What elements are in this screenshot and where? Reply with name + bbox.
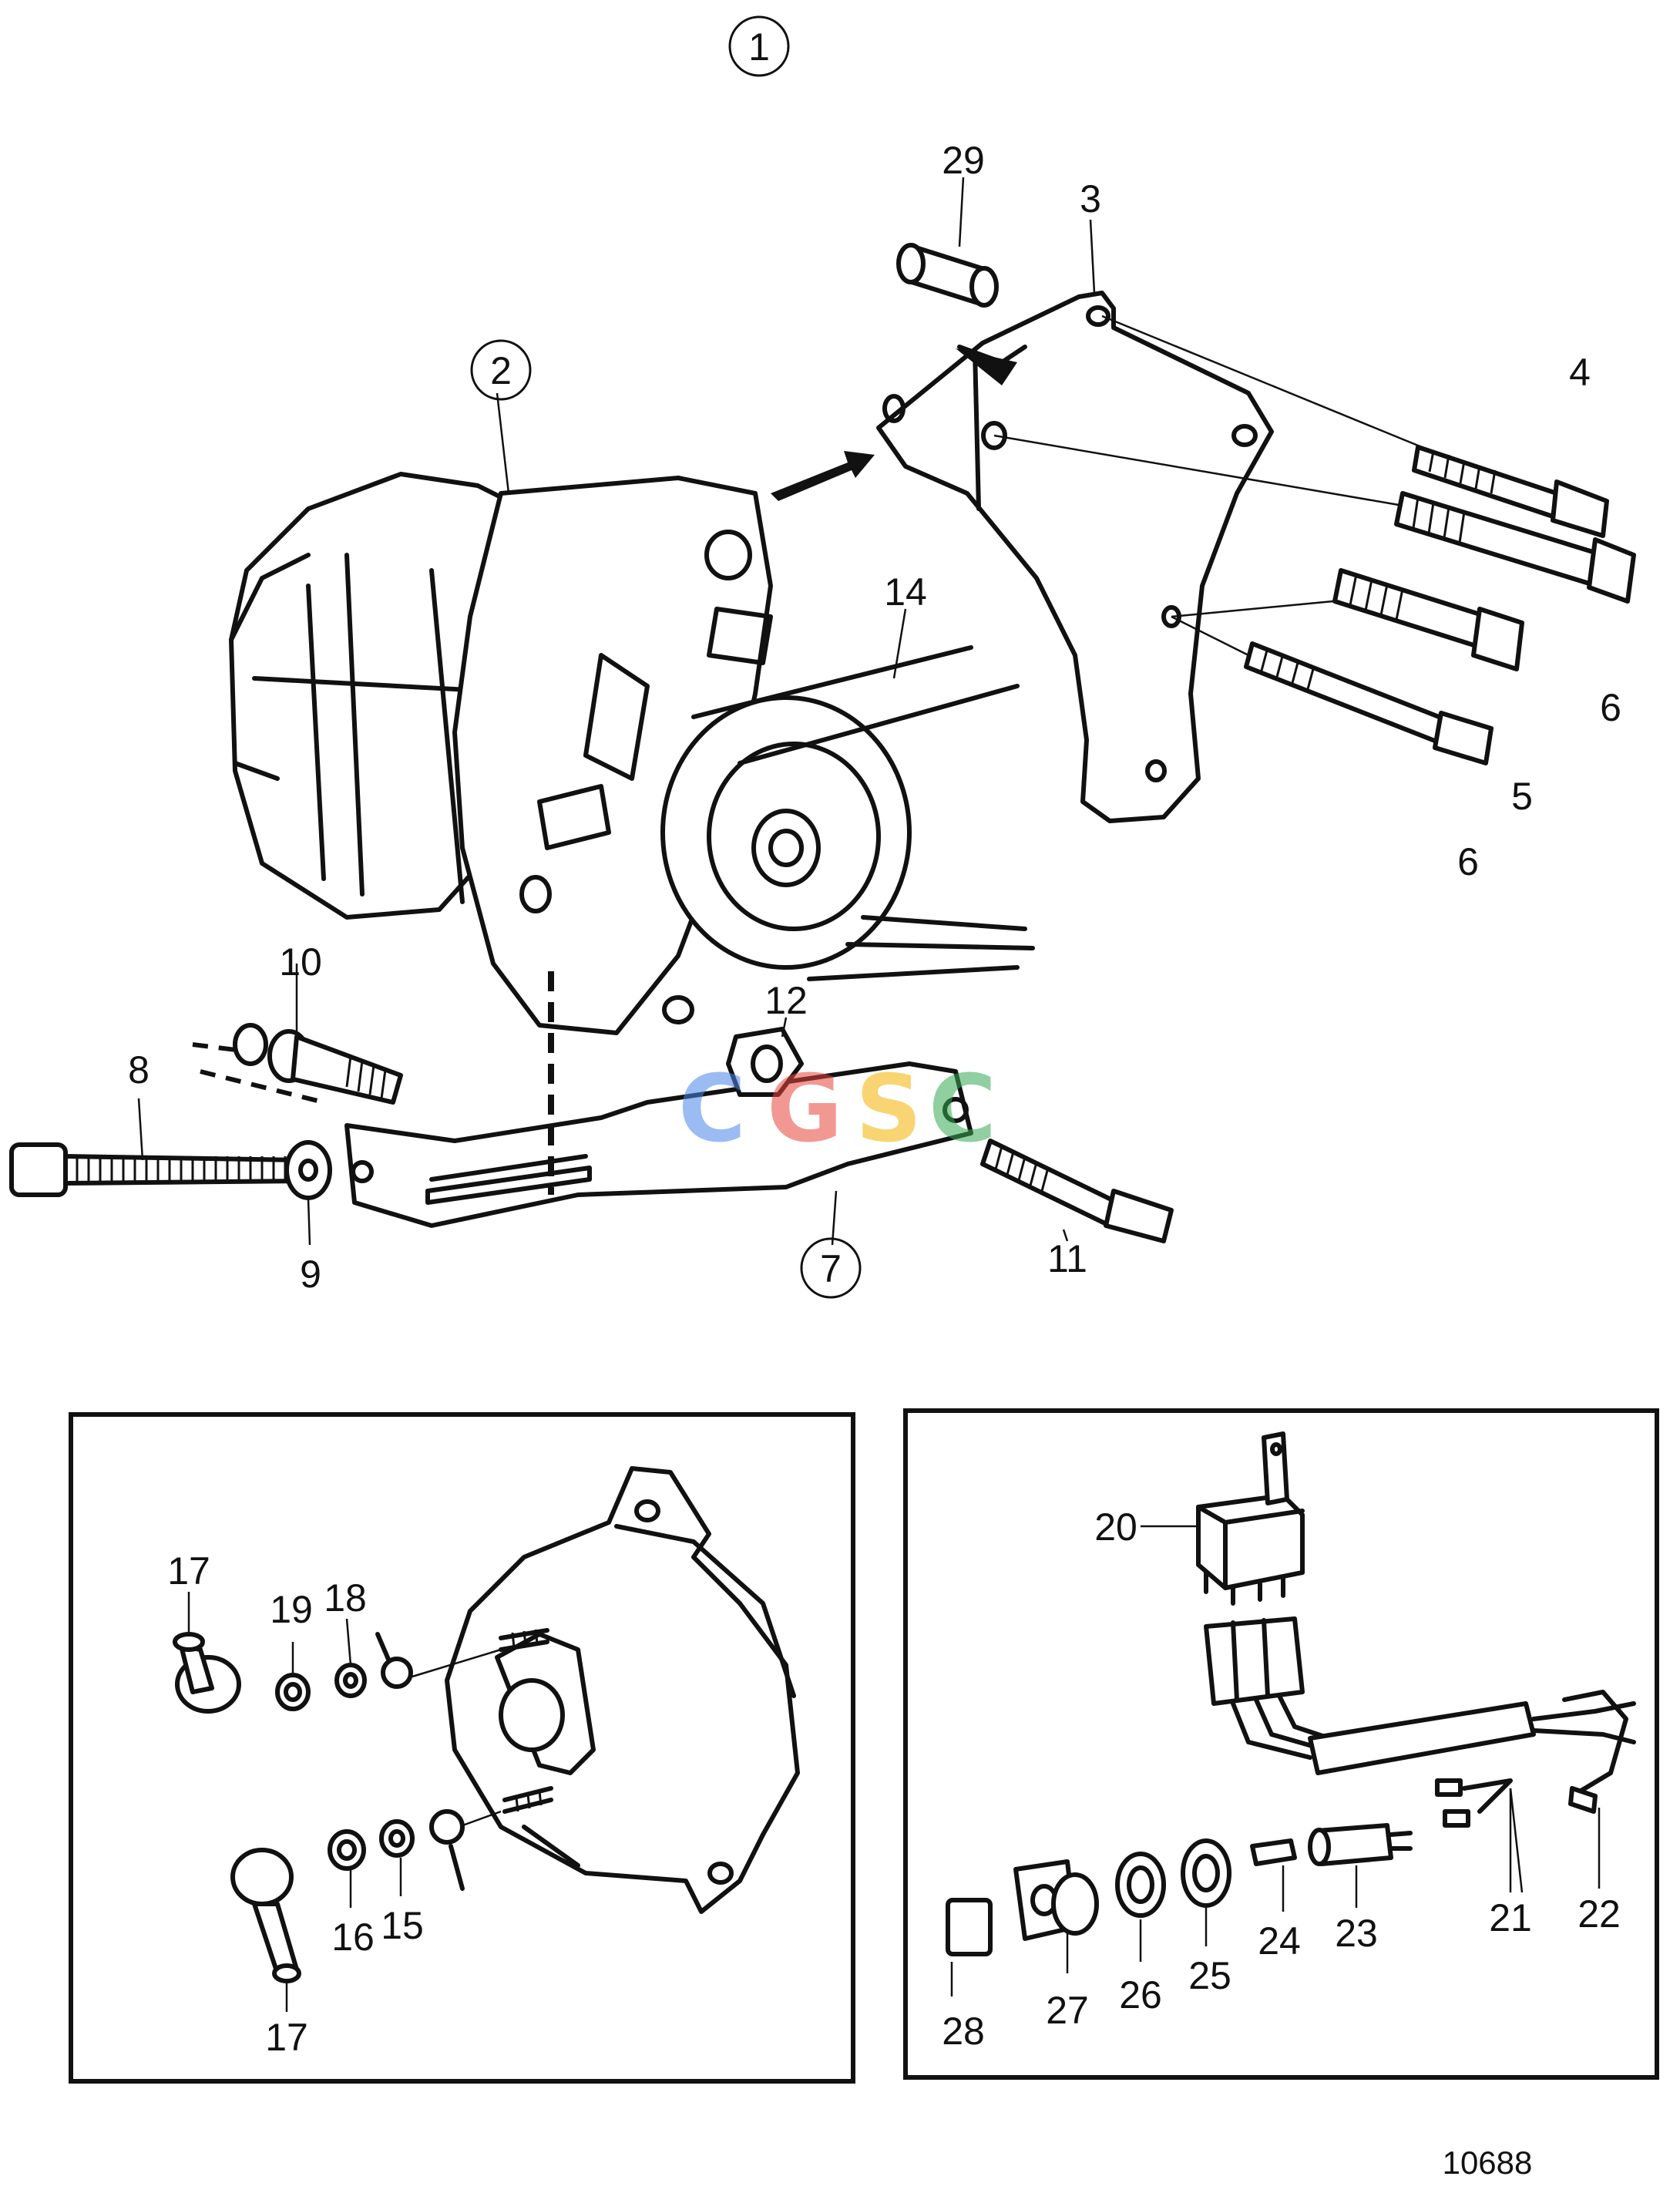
spacer-sleeve xyxy=(896,243,999,308)
callout-27: 27 xyxy=(1046,1989,1089,2032)
bracket-bolts xyxy=(993,315,1636,765)
alternator xyxy=(229,451,1035,1035)
watermark-letter-2: G xyxy=(767,1056,843,1163)
callout-24: 24 xyxy=(1258,1919,1301,1963)
callout-11: 11 xyxy=(1047,1237,1087,1280)
figure-number: 10688 xyxy=(1443,2144,1533,2181)
callout-15: 15 xyxy=(381,1904,424,1947)
callout-26: 26 xyxy=(1119,1973,1162,2017)
pivot-bolt xyxy=(233,1023,403,1105)
long-bolt xyxy=(9,1140,332,1200)
watermark-letter-3: S xyxy=(855,1056,922,1163)
watermark: C G S C xyxy=(678,1056,996,1163)
callout-8: 8 xyxy=(128,1048,150,1092)
callout-18: 18 xyxy=(324,1576,367,1620)
callout-25: 25 xyxy=(1188,1954,1231,1997)
callout-16: 16 xyxy=(331,1916,375,1959)
watermark-letter-4: C xyxy=(929,1056,996,1163)
callout-17-upper: 17 xyxy=(167,1549,210,1593)
callout-10: 10 xyxy=(279,940,322,984)
callouts-top: 1 2 29 3 4 6 5 6 14 10 8 9 12 11 7 xyxy=(128,15,1621,1299)
callout-3: 3 xyxy=(1080,177,1101,220)
adjusting-bolt xyxy=(980,1139,1174,1243)
callout-19: 19 xyxy=(270,1588,313,1631)
callout-2: 2 xyxy=(490,349,512,392)
callout-28: 28 xyxy=(942,2010,985,2053)
callout-4: 4 xyxy=(1569,351,1591,394)
adjusting-link xyxy=(192,971,973,1228)
callout-6-lower: 6 xyxy=(1457,840,1479,883)
callout-17-lower: 17 xyxy=(265,2016,308,2059)
watermark-letter-1: C xyxy=(678,1056,746,1163)
callout-leaders-top xyxy=(137,177,1096,1246)
callout-29: 29 xyxy=(942,139,985,182)
callout-23: 23 xyxy=(1335,1912,1378,1955)
callout-6-upper: 6 xyxy=(1600,686,1621,729)
callout-1: 1 xyxy=(748,25,770,69)
lock-nut xyxy=(726,1027,804,1097)
callout-14: 14 xyxy=(884,570,927,614)
mounting-bracket xyxy=(876,291,1274,823)
terminal-detail-panel: 17 19 18 16 15 17 xyxy=(69,1412,855,2084)
callout-21: 21 xyxy=(1489,1896,1532,1939)
callout-12: 12 xyxy=(764,979,808,1022)
callout-20: 20 xyxy=(1094,1505,1137,1549)
callout-9: 9 xyxy=(300,1253,321,1296)
relay-detail-panel: 20 28 27 26 25 24 23 21 22 xyxy=(903,1408,1659,2080)
callout-5: 5 xyxy=(1511,775,1533,818)
callout-22: 22 xyxy=(1578,1892,1621,1936)
callout-7: 7 xyxy=(820,1247,842,1290)
